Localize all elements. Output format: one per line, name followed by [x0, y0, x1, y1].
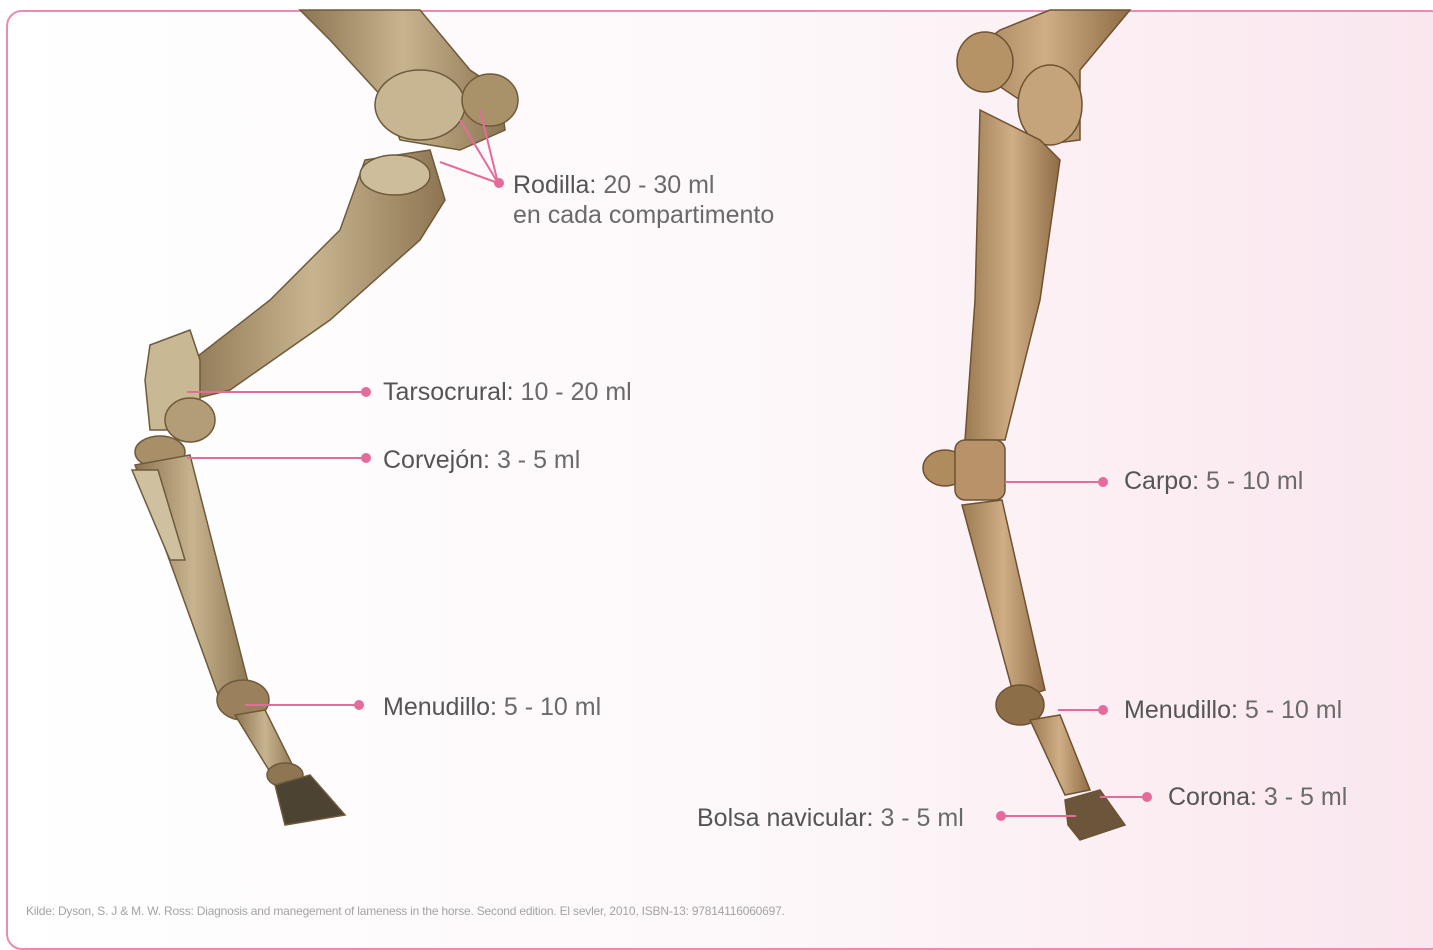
corvejon-value: 3 - 5 ml	[497, 446, 580, 474]
bolsa-label: Bolsa navicular: 3 - 5 ml	[697, 803, 964, 833]
rodilla-label: Rodilla: 20 - 30 ml en cada compartiment…	[513, 170, 774, 230]
tarsocrural-name: Tarsocrural:	[383, 378, 514, 406]
corvejon-label: Corvejón: 3 - 5 ml	[383, 445, 580, 475]
tarsocrural-label: Tarsocrural: 10 - 20 ml	[383, 377, 632, 407]
corona-dot	[1142, 792, 1152, 802]
corona-label: Corona: 3 - 5 ml	[1168, 782, 1347, 812]
rodilla-line-1	[440, 162, 498, 183]
carpo-value: 5 - 10 ml	[1206, 467, 1303, 495]
carpo-dot	[1098, 477, 1108, 487]
corona-name: Corona:	[1168, 783, 1257, 811]
rodilla-sub: en cada compartimento	[513, 200, 774, 230]
carpo-name: Carpo:	[1124, 467, 1199, 495]
corona-value: 3 - 5 ml	[1264, 783, 1347, 811]
corvejon-dot	[361, 453, 371, 463]
menudillo-hind-value: 5 - 10 ml	[504, 693, 601, 721]
rodilla-name: Rodilla:	[513, 171, 596, 199]
source-credit: Kilde: Dyson, S. J & M. W. Ross: Diagnos…	[26, 904, 785, 918]
tarsocrural-dot	[361, 387, 371, 397]
bolsa-dot	[996, 811, 1006, 821]
bolsa-value: 3 - 5 ml	[880, 804, 963, 832]
menudillo-hind-label: Menudillo: 5 - 10 ml	[383, 692, 601, 722]
tarsocrural-value: 10 - 20 ml	[521, 378, 632, 406]
rodilla-value: 20 - 30 ml	[603, 171, 714, 199]
carpo-label: Carpo: 5 - 10 ml	[1124, 466, 1303, 496]
bolsa-name: Bolsa navicular:	[697, 804, 873, 832]
menudillo-hind-name: Menudillo:	[383, 693, 497, 721]
menudillo-fore-dot	[1098, 705, 1108, 715]
menudillo-fore-name: Menudillo:	[1124, 696, 1238, 724]
menudillo-hind-dot	[354, 700, 364, 710]
rodilla-dot	[494, 178, 504, 188]
menudillo-fore-value: 5 - 10 ml	[1245, 696, 1342, 724]
fore-leg-skeleton	[923, 10, 1130, 840]
corvejon-name: Corvejón:	[383, 446, 490, 474]
menudillo-fore-label: Menudillo: 5 - 10 ml	[1124, 695, 1342, 725]
